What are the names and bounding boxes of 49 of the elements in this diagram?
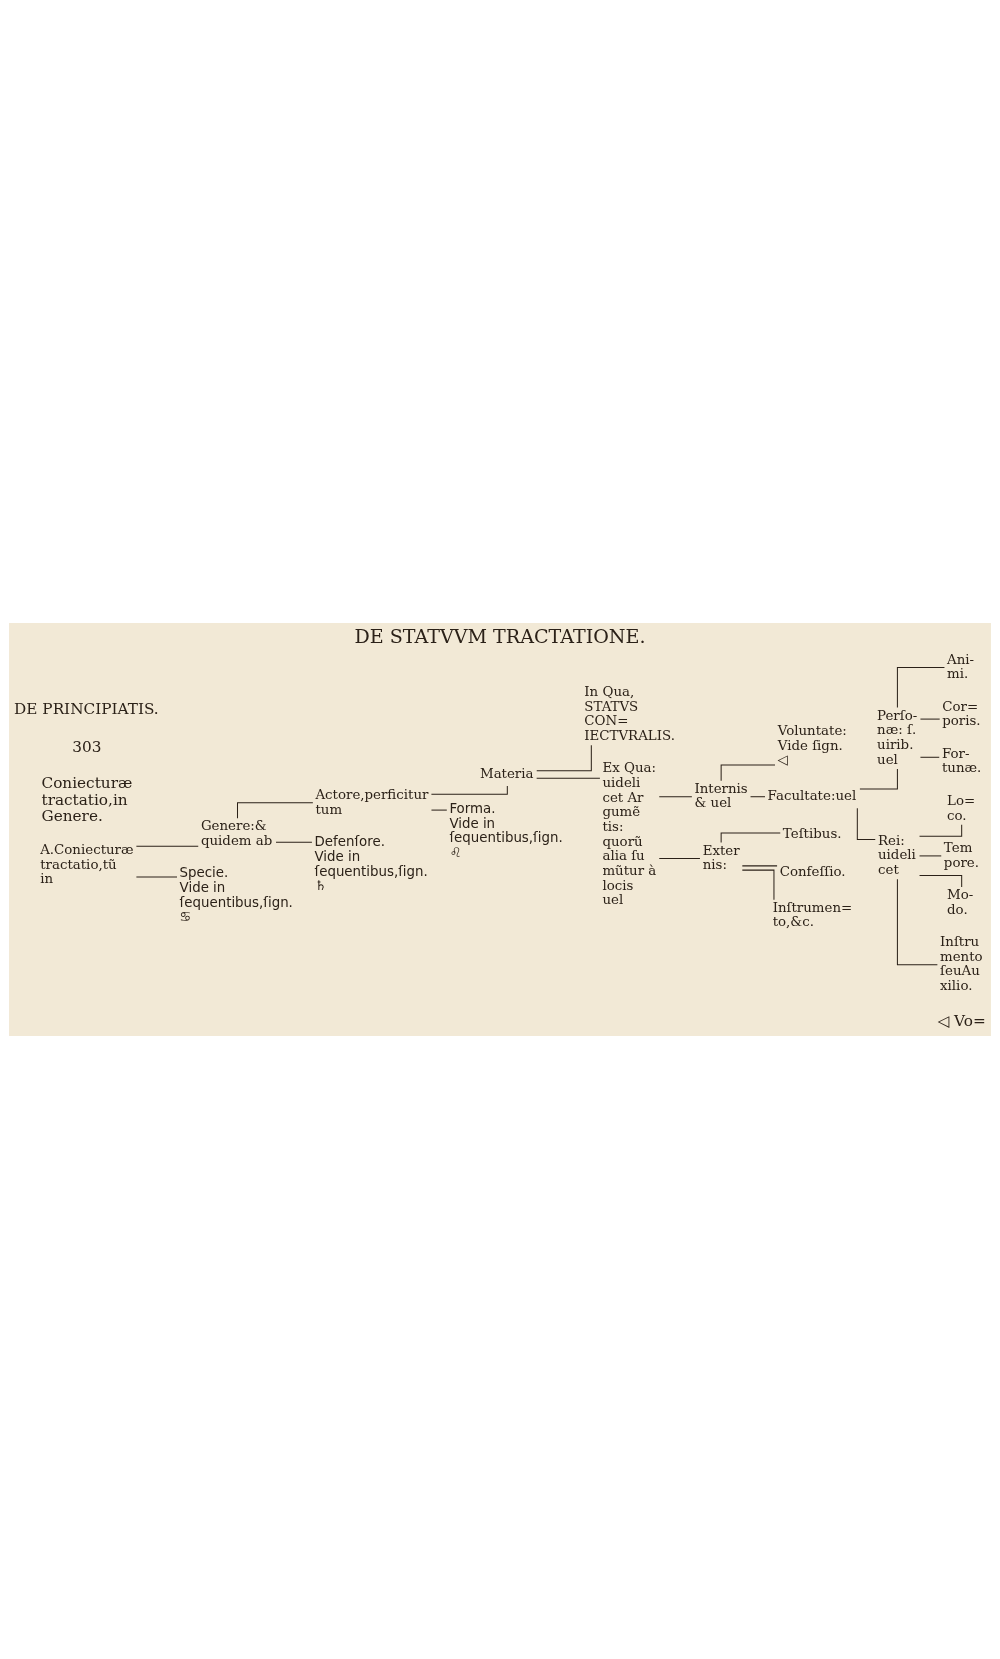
node-text: Rei: uideli cet	[878, 832, 916, 877]
connector	[536, 744, 592, 772]
connector	[919, 718, 941, 720]
connector	[720, 764, 776, 782]
label: 303	[72, 737, 102, 756]
connector	[859, 768, 898, 790]
connector	[658, 857, 701, 859]
connector	[919, 855, 942, 857]
node-text: Teſtibus.	[782, 826, 842, 842]
node-text: Voluntate: Vide ſign. ◁	[777, 723, 847, 768]
connector	[430, 809, 448, 811]
node-text: Inſtru mento ſeuAu xilio.	[940, 934, 983, 994]
node-text: A.Coniecturæ tractatio,tũ in	[40, 842, 134, 887]
node-text: Materia	[479, 765, 534, 781]
node-text: Defenſore. Vide in ſequentibus,ſign. ♄	[314, 834, 428, 894]
node-text: Exter nis:	[702, 842, 740, 873]
connector	[536, 777, 601, 779]
connector	[750, 796, 766, 798]
connector	[135, 845, 199, 847]
node-text: Internis & uel	[694, 780, 748, 811]
node-text: Facultate:uel	[767, 788, 857, 804]
node-text: Inſtrumen= to,&c.	[772, 899, 853, 930]
connector	[741, 865, 778, 867]
node-text: Specie. Vide in ſequentibus,ſign. ♋	[179, 865, 293, 925]
node-text: Actore,perficitur tum	[315, 787, 429, 817]
node-text: Mo- do.	[947, 887, 974, 917]
node-text: Lo= co.	[947, 792, 976, 823]
node-text: In Qua, STATVS CON= IECTVRALIS.	[584, 684, 675, 743]
node-text: Genere:& quidem ab	[200, 818, 273, 848]
connector	[275, 841, 313, 843]
connector	[430, 785, 508, 795]
connector	[896, 667, 945, 709]
diagram-title: DE STATVVM TRACTATIONE.	[354, 625, 646, 649]
node-text: For- tunæ.	[941, 745, 982, 776]
label: Coniecturæ tractatio,in Genere.	[41, 773, 133, 826]
label: ◁ Vo=	[937, 1011, 986, 1030]
node-text: Ex Qua: uideli cet Ar gumẽ tis: quorũ alia ſu mũtur à locis uel	[602, 760, 657, 908]
node-text: Tem pore.	[943, 839, 979, 870]
connector	[720, 832, 781, 843]
connector	[658, 796, 693, 798]
node-text: Cor= poris.	[942, 698, 981, 729]
node-text: Forma. Vide in ſequentibus,ſign. ♌	[449, 801, 563, 861]
node-text: Perſo- næ: ſ. uirib. uel	[877, 707, 918, 767]
node-text: Ani- mi.	[947, 651, 975, 682]
connector	[919, 756, 940, 758]
connector	[896, 878, 938, 966]
node-text: Confeſſio.	[779, 864, 846, 880]
label: DE PRINCIPIATIS.	[14, 699, 159, 718]
connector	[741, 869, 775, 901]
